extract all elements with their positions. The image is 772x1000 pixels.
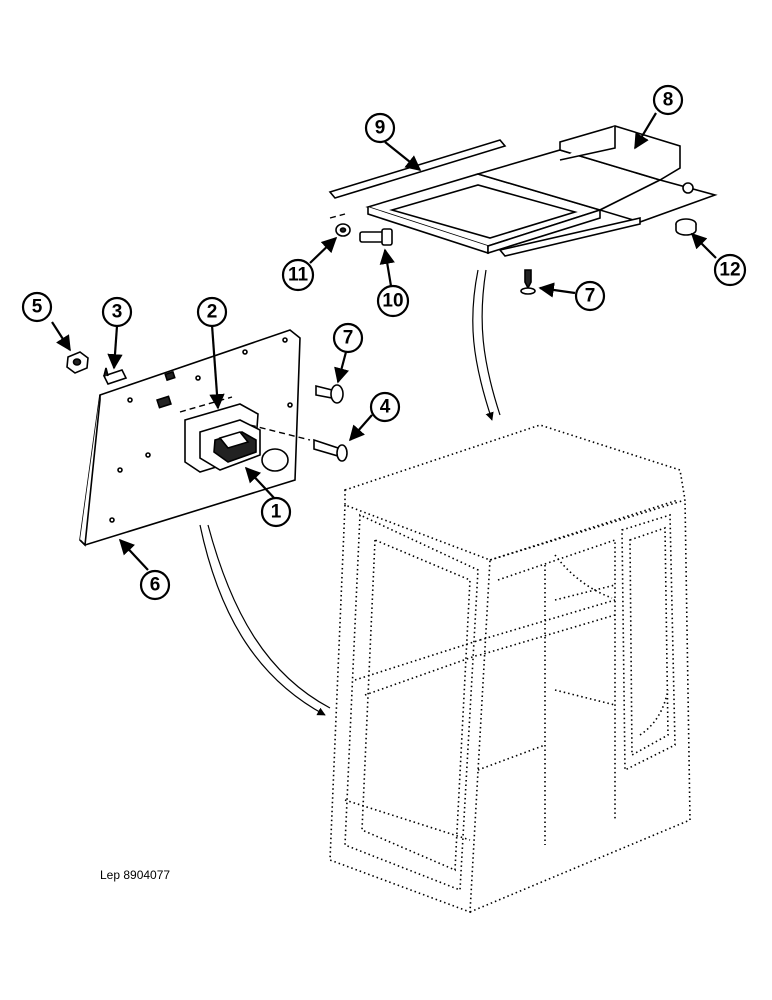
relation-lines xyxy=(199,269,501,716)
callout-3-label: 3 xyxy=(112,302,123,323)
cab-frame xyxy=(329,424,691,914)
callout-3: 3 xyxy=(101,296,133,328)
grommet-12 xyxy=(675,218,697,236)
callout-12: 12 xyxy=(713,253,747,287)
callout-6-label: 6 xyxy=(150,575,161,596)
leader-lines xyxy=(51,112,717,571)
bolt-4 xyxy=(313,438,348,462)
callout-2-label: 2 xyxy=(207,302,218,323)
callout-1: 1 xyxy=(260,496,292,528)
screw-7-lower xyxy=(315,384,344,404)
callout-8: 8 xyxy=(652,84,684,116)
callout-4-label: 4 xyxy=(380,397,391,418)
callout-10-label: 10 xyxy=(382,291,403,312)
callout-5-label: 5 xyxy=(32,297,43,318)
rocker-switch-1 xyxy=(199,419,261,471)
callout-8-label: 8 xyxy=(663,90,674,111)
callout-2: 2 xyxy=(196,296,228,328)
clip-3 xyxy=(102,367,128,385)
callout-7-lower: 7 xyxy=(332,322,364,354)
callout-5: 5 xyxy=(21,291,53,323)
callout-12-label: 12 xyxy=(719,260,740,281)
callout-7-upper: 7 xyxy=(574,280,606,312)
callout-11: 11 xyxy=(281,258,315,292)
washer-11 xyxy=(335,223,351,237)
overhead-console-assembly xyxy=(328,125,718,257)
callout-10: 10 xyxy=(376,284,410,318)
callout-1-label: 1 xyxy=(271,502,282,523)
side-panel-6 xyxy=(79,329,311,547)
nut-5 xyxy=(66,351,89,374)
drawing-reference: Lep 8904077 xyxy=(100,868,171,882)
callout-4: 4 xyxy=(369,391,401,423)
callout-9: 9 xyxy=(364,112,396,144)
callout-6: 6 xyxy=(139,569,171,601)
bolt-10 xyxy=(359,228,393,246)
callout-7-lower-label: 7 xyxy=(343,328,354,349)
screw-7-upper xyxy=(520,269,536,295)
callout-7-upper-label: 7 xyxy=(585,286,596,307)
callout-9-label: 9 xyxy=(375,118,386,139)
callout-11-label: 11 xyxy=(288,265,309,286)
